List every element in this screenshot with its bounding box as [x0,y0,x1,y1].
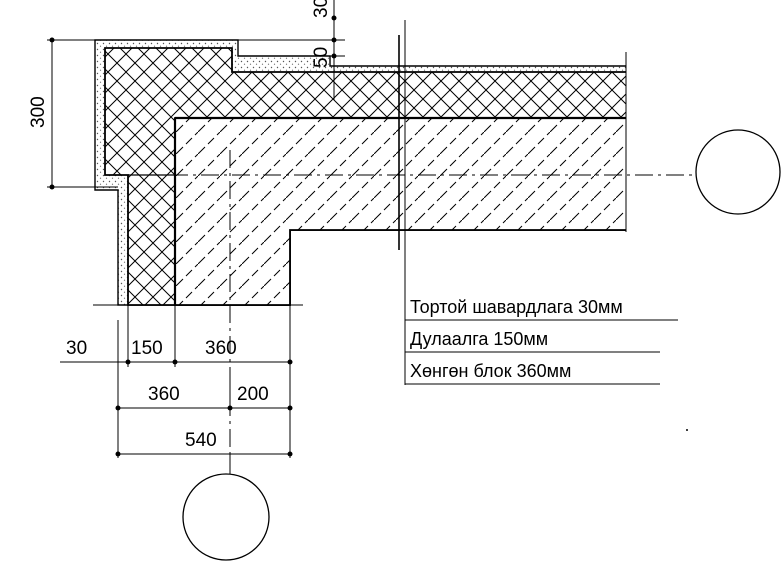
dim-top-dot-2 [331,53,337,59]
dim-top-dot-3 [331,15,337,21]
dim-row1-dot-3 [287,359,293,365]
dim-label-300: 300 [28,96,49,128]
axis-marker-right [695,129,781,215]
material-legend: Тортой шавардлага 30мм Дулаалга 150мм Хө… [404,240,678,385]
dim-row2-dot-1 [115,405,121,411]
legend-item-plaster: Тортой шавардлага 30мм [410,297,623,317]
dim-label-360-top: 360 [205,338,237,359]
stray-dot [686,429,688,431]
dim-300-dot-top [49,37,55,43]
dim-row1-dot-2 [172,359,178,365]
light-block-layer [174,117,626,306]
dim-row1-dot-1 [125,359,131,365]
dim-label-360-bottom: 360 [148,384,180,405]
dim-label-30: 30 [66,338,87,359]
dim-row3-dot-1 [115,451,121,457]
wall-section [94,39,626,306]
dim-label-200: 200 [237,384,269,405]
axis-marker-bottom [182,473,270,561]
legend-item-light-block: Хөнгөн блок 360мм [410,361,571,381]
dim-label-top-partial: 30 [311,0,332,18]
dim-label-540: 540 [185,430,217,451]
dim-row3-dot-2 [287,451,293,457]
dim-label-50: 50 [311,47,332,68]
legend-item-insulation: Дулаалга 150мм [410,329,548,349]
dim-row2-dot-3 [287,405,293,411]
dim-label-150: 150 [131,338,163,359]
dim-top-dot-1 [331,37,337,43]
dim-row2-dot-2 [227,405,233,411]
dim-300-dot-bottom [49,184,55,190]
